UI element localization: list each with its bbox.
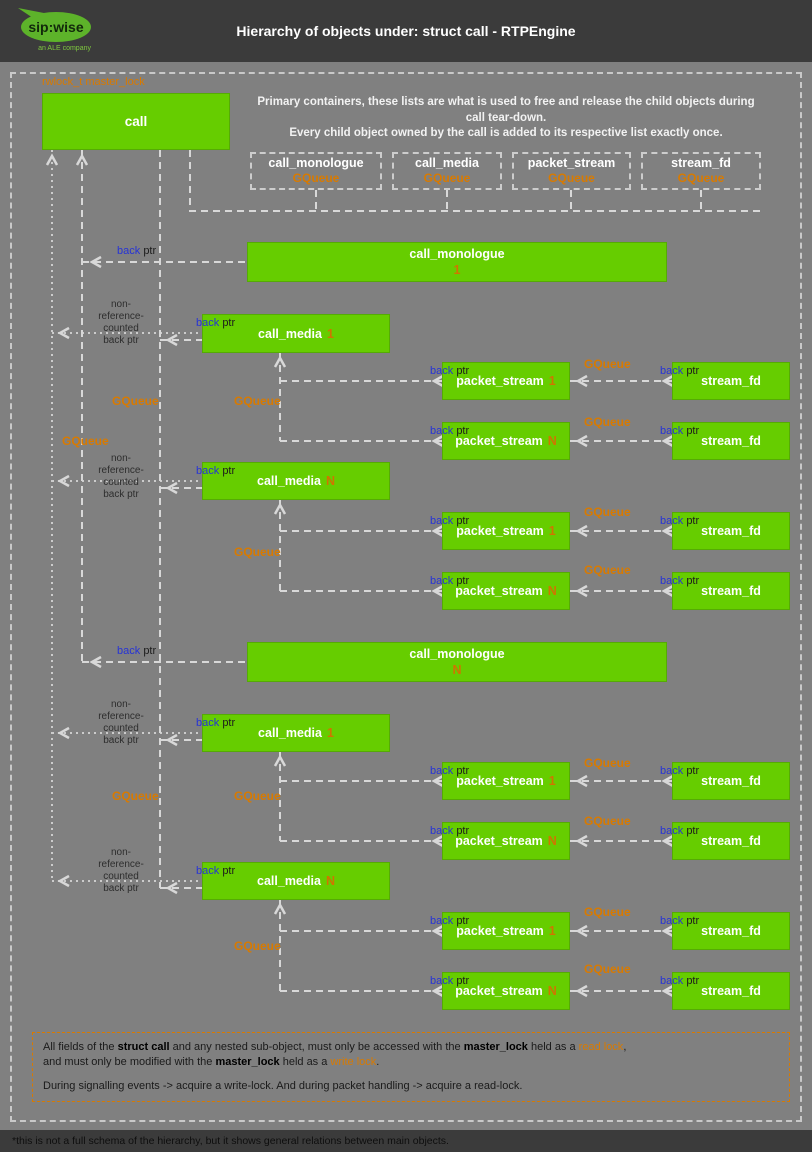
locking-note-line-2: and must only be modified with the maste…	[43, 1055, 380, 1068]
back-ptr-label: back ptr	[660, 575, 700, 587]
page-title: Hierarchy of objects under: struct call …	[236, 23, 576, 39]
back-ptr-label: back ptr	[430, 825, 470, 837]
footnote-text: *this is not a full schema of the hierar…	[12, 1135, 449, 1147]
back-ptr-label: back ptr	[660, 515, 700, 527]
intro-line-1: Primary containers, these lists are what…	[257, 96, 755, 124]
header-bar: sip:wise an ALE company Hierarchy of obj…	[0, 0, 812, 62]
intro-line-2: Every child object owned by the call is …	[289, 127, 723, 140]
gqueue-label: GQueue	[584, 357, 631, 371]
gqueue-label: GQueue	[62, 434, 109, 448]
gqueue-label: GQueue	[584, 905, 631, 919]
back-ptr-label: back ptr	[660, 975, 700, 987]
back-ptr-label: back ptr	[430, 425, 470, 437]
gqueue-label: GQueue	[234, 545, 281, 559]
container-stream-fd: stream_fd GQueue	[641, 152, 761, 190]
container-packet-stream: packet_stream GQueue	[512, 152, 631, 190]
stream-fd-box: stream_fd	[672, 762, 790, 800]
back-ptr-label: back ptr	[117, 245, 157, 257]
back-ptr-label: back ptr	[196, 865, 236, 877]
stream-fd-box: stream_fd	[672, 972, 790, 1010]
gqueue-label: GQueue	[584, 505, 631, 519]
diagram-stage: rwlock_t master_lock call Primary contai…	[0, 62, 812, 1130]
call-monologue-n-box: call_monologue N	[247, 642, 667, 682]
back-ptr-label: back ptr	[430, 915, 470, 927]
gqueue-label: GQueue	[584, 756, 631, 770]
intro-text: Primary containers, these lists are what…	[256, 95, 756, 142]
stream-fd-box: stream_fd	[672, 362, 790, 400]
locking-note-line-1: All fields of the struct call and any ne…	[43, 1041, 627, 1053]
container-call-monologue: call_monologue GQueue	[250, 152, 382, 190]
back-ptr-label: back ptr	[430, 765, 470, 777]
gqueue-label: GQueue	[584, 814, 631, 828]
call-monologue-1-box: call_monologue 1	[247, 242, 667, 282]
stream-fd-box: stream_fd	[672, 422, 790, 460]
container-call-media: call_media GQueue	[392, 152, 502, 190]
diagram-frame	[10, 72, 802, 1122]
back-ptr-label: back ptr	[430, 365, 470, 377]
back-ptr-label: back ptr	[660, 365, 700, 377]
logo-brand-text: sip:wise	[28, 19, 83, 35]
back-ptr-label: back ptr	[430, 515, 470, 527]
stream-fd-box: stream_fd	[672, 822, 790, 860]
gqueue-label: GQueue	[112, 789, 159, 803]
logo-tagline-text: an ALE company	[38, 45, 91, 52]
sipwise-logo: sip:wise an ALE company	[12, 7, 96, 55]
locking-note-line-3: During signalling events -> acquire a wr…	[43, 1079, 523, 1092]
back-ptr-label: back ptr	[660, 825, 700, 837]
stream-fd-box: stream_fd	[672, 912, 790, 950]
locking-note: All fields of the struct call and any ne…	[32, 1032, 790, 1102]
master-lock-label: rwlock_t master_lock	[42, 76, 145, 88]
back-ptr-label: back ptr	[430, 575, 470, 587]
gqueue-label: GQueue	[584, 563, 631, 577]
back-ptr-label: back ptr	[660, 765, 700, 777]
stream-fd-box: stream_fd	[672, 512, 790, 550]
gqueue-label: GQueue	[584, 962, 631, 976]
back-ptr-label: back ptr	[660, 915, 700, 927]
back-ptr-label: back ptr	[196, 317, 236, 329]
back-ptr-label: back ptr	[430, 975, 470, 987]
gqueue-label: GQueue	[234, 394, 281, 408]
back-ptr-label: back ptr	[660, 425, 700, 437]
back-ptr-label: back ptr	[117, 645, 157, 657]
stream-fd-box: stream_fd	[672, 572, 790, 610]
gqueue-label: GQueue	[112, 394, 159, 408]
back-ptr-label: back ptr	[196, 717, 236, 729]
gqueue-label: GQueue	[584, 415, 631, 429]
call-box: call	[42, 93, 230, 150]
footnote-bar: *this is not a full schema of the hierar…	[0, 1130, 812, 1152]
gqueue-label: GQueue	[234, 789, 281, 803]
gqueue-label: GQueue	[234, 939, 281, 953]
back-ptr-label: back ptr	[196, 465, 236, 477]
